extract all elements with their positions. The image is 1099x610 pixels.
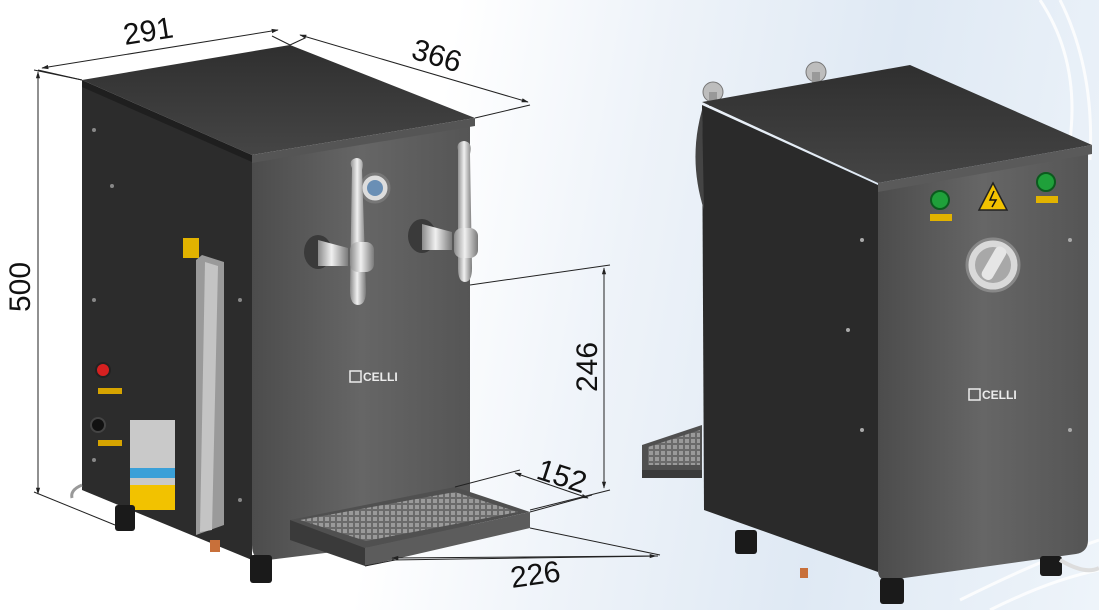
hose bbox=[1058, 558, 1099, 573]
dimension-height-label: 500 bbox=[4, 262, 37, 312]
celli-logo-icon bbox=[349, 370, 362, 383]
rating-plate-stripe bbox=[130, 468, 175, 478]
warning-triangle-icon bbox=[977, 181, 1009, 211]
rear-drip-tray bbox=[642, 425, 702, 478]
green-button-icon bbox=[1036, 172, 1056, 192]
right-front-panel bbox=[878, 150, 1088, 581]
left-unit: CELLI bbox=[70, 45, 530, 583]
celli-logo-icon bbox=[968, 388, 981, 401]
green-button-icon bbox=[930, 190, 950, 210]
right-top-surface bbox=[702, 65, 1092, 183]
foot bbox=[1040, 556, 1062, 576]
left-top-surface bbox=[82, 45, 475, 155]
right-unit: CELLI bbox=[642, 61, 1099, 604]
left-top-rim bbox=[82, 80, 252, 162]
green-button-label bbox=[1036, 196, 1058, 203]
left-tap bbox=[304, 158, 374, 305]
right-side-panel bbox=[702, 105, 878, 572]
front-screws bbox=[846, 238, 1072, 432]
foot bbox=[735, 530, 757, 554]
black-switch-icon bbox=[90, 417, 106, 433]
side-warning-label bbox=[183, 238, 199, 258]
dimension-tray-width-label: 226 bbox=[508, 555, 562, 595]
background-swoosh bbox=[959, 0, 1099, 610]
yellow-caution-label bbox=[130, 485, 175, 510]
drip-tray bbox=[290, 487, 530, 566]
left-brand-text: CELLI bbox=[363, 370, 398, 384]
dimension-tray-depth-label: 152 bbox=[533, 453, 591, 500]
green-button-label bbox=[930, 214, 952, 221]
dimension-width-label: 291 bbox=[121, 11, 176, 51]
dimension-tap-height-label: 246 bbox=[571, 342, 604, 392]
red-button-icon bbox=[95, 362, 111, 378]
foot bbox=[250, 555, 272, 583]
dimension-depth-label: 366 bbox=[408, 33, 466, 79]
dimension-lines bbox=[33, 28, 661, 567]
foot bbox=[115, 505, 135, 531]
side-screws bbox=[92, 128, 242, 502]
right-tap bbox=[408, 141, 478, 282]
right-brand-text: CELLI bbox=[982, 388, 1017, 402]
foot bbox=[880, 578, 904, 604]
